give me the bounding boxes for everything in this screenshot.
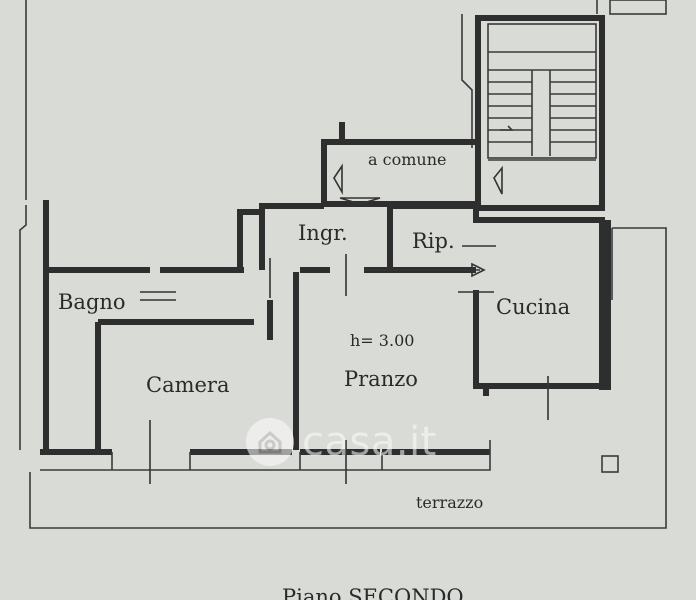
label-cucina: Cucina xyxy=(496,295,570,319)
common-landing xyxy=(321,122,478,207)
stairwell xyxy=(475,15,605,211)
label-pranzo: Pranzo xyxy=(344,367,418,391)
label-bagno: Bagno xyxy=(58,290,126,314)
label-camera: Camera xyxy=(146,373,230,397)
terrace-outline xyxy=(29,227,667,529)
stair-arrow-icon xyxy=(493,165,503,195)
house-icon xyxy=(246,418,294,466)
floor-title: Piano SECONDO xyxy=(282,585,464,600)
column-icon xyxy=(601,455,619,473)
down-arrow-icon xyxy=(339,197,381,205)
label-ingresso: Ingr. xyxy=(298,221,348,245)
watermark: casa.it xyxy=(246,418,437,466)
label-ripostiglio: Rip. xyxy=(412,229,455,253)
outer-boundary xyxy=(19,0,667,450)
kitchen-arrow-icon xyxy=(471,262,486,278)
label-comune: a comune xyxy=(368,150,446,169)
label-terrazzo: terrazzo xyxy=(416,493,483,512)
watermark-text: casa.it xyxy=(302,419,437,465)
entry-arrow-icon xyxy=(333,163,343,196)
label-height: h= 3.00 xyxy=(350,331,414,350)
door-marks xyxy=(140,245,549,484)
